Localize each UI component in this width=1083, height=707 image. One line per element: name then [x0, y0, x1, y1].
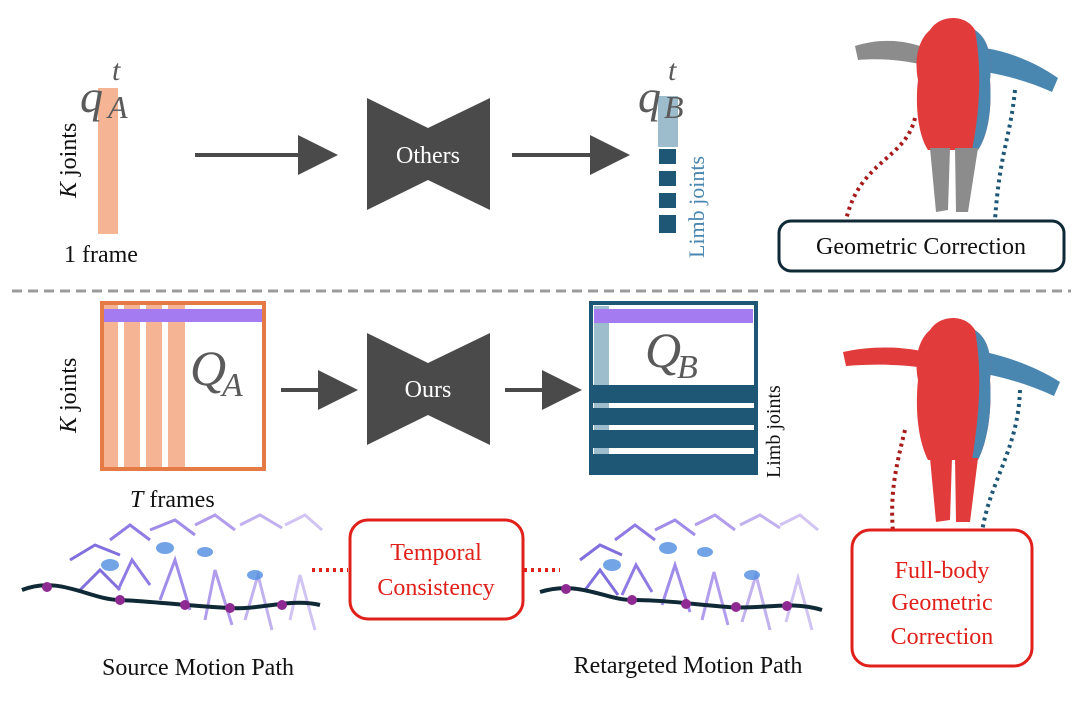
- ours-network-shape: [367, 333, 490, 445]
- source-col-2: [124, 305, 140, 467]
- k-joints-label-top: K joints: [56, 123, 82, 199]
- target-limb-block-4: [657, 213, 678, 235]
- retargeted-path-dot-3: [681, 599, 691, 609]
- q-b-sup: t: [668, 54, 677, 87]
- retargeted-path-dot-2: [627, 595, 637, 605]
- k-joints-label-bottom: K joints: [56, 358, 82, 434]
- q-a-sub: A: [106, 89, 128, 125]
- fullbody-line-2: Geometric: [891, 590, 992, 616]
- Q-a-sub: A: [220, 367, 243, 404]
- source-col-1: [104, 305, 118, 467]
- Q-b-sub: B: [677, 349, 698, 386]
- t-frames-label: T frames: [130, 487, 215, 513]
- target-limb-block-1: [657, 147, 678, 166]
- retargeted-path-curve: [539, 586, 823, 612]
- retargeted-motion-label: Retargeted Motion Path: [574, 653, 803, 679]
- retargeted-path-dot-5: [782, 601, 792, 611]
- limb-joints-label-top: Limb joints: [684, 156, 709, 258]
- source-col-4: [168, 305, 185, 467]
- one-frame-label: 1 frame: [64, 242, 138, 268]
- source-path-dot-1: [42, 582, 52, 592]
- connector-red-bottom: [890, 429, 907, 533]
- ours-label: Ours: [405, 377, 452, 403]
- q-a-symbol: q: [80, 71, 103, 122]
- others-network-shape: [367, 98, 490, 210]
- source-col-3: [146, 305, 162, 467]
- source-path-curve: [21, 583, 321, 611]
- target-limb-row-4: [591, 454, 756, 473]
- connector-red-top: [844, 117, 917, 221]
- temporal-line-1: Temporal: [390, 540, 482, 566]
- source-path-dot-2: [115, 595, 125, 605]
- target-limb-block-3: [657, 191, 678, 210]
- target-limb-block-2: [657, 169, 678, 188]
- source-path-dot-4: [225, 603, 235, 613]
- source-frame-column: [98, 88, 118, 234]
- character-bottom: [843, 318, 1060, 522]
- target-limb-row-2: [591, 408, 756, 425]
- bottom-row: Q A K joints T frames Ours Q B Limb join…: [21, 301, 1060, 681]
- Q-a-symbol: Q: [190, 340, 226, 396]
- character-top: [855, 18, 1058, 212]
- retargeted-motion: [539, 513, 823, 631]
- target-purple-row: [594, 309, 753, 323]
- source-path-dot-3: [180, 600, 190, 610]
- top-row: q t A K joints 1 frame Others q t B Limb…: [56, 18, 1066, 273]
- limb-joints-label-bottom: Limb joints: [763, 385, 785, 478]
- target-limb-row-3: [591, 430, 756, 448]
- target-limb-row-1: [591, 385, 756, 403]
- source-motion-label: Source Motion Path: [102, 655, 294, 681]
- fullbody-correction-box: [850, 528, 1034, 668]
- source-purple-row: [104, 309, 262, 322]
- temporal-consistency-box: [348, 518, 525, 621]
- source-motion: [21, 513, 323, 631]
- geometric-correction-label: Geometric Correction: [816, 234, 1026, 260]
- fullbody-line-1: Full-body: [895, 558, 990, 584]
- others-label: Others: [396, 143, 460, 169]
- Q-b-symbol: Q: [645, 322, 681, 378]
- retargeted-path-dot-1: [561, 584, 571, 594]
- geometric-correction-box: [777, 219, 1066, 273]
- retargeted-path-dot-4: [731, 602, 741, 612]
- connector-blue-top: [993, 89, 1017, 221]
- fullbody-line-3: Correction: [891, 624, 994, 650]
- q-a-sup: t: [112, 54, 121, 87]
- q-b-symbol: q: [638, 71, 661, 122]
- source-path-dot-5: [277, 600, 287, 610]
- temporal-line-2: Consistency: [377, 575, 494, 601]
- target-frame-column-light: [658, 96, 678, 148]
- q-b-sub: B: [664, 89, 684, 125]
